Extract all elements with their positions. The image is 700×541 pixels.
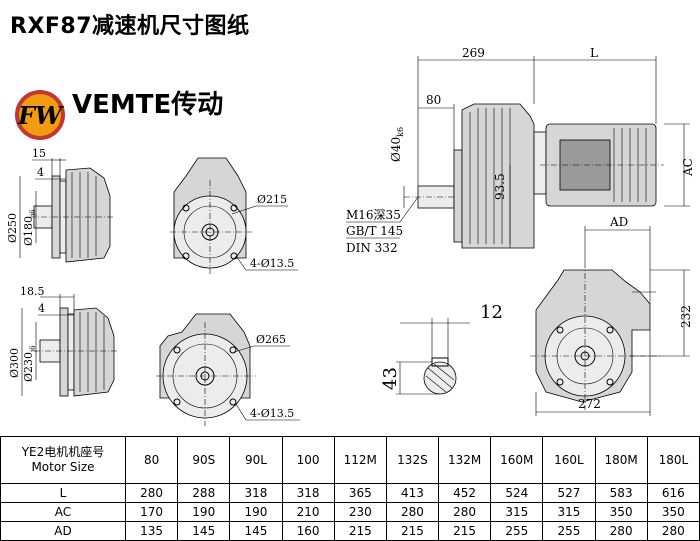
end-dim-232: 232 xyxy=(679,305,693,328)
table-cell: 583 xyxy=(594,483,648,503)
flange1-bolt-circle: Ø215 xyxy=(257,193,287,206)
main-dim-93-5: 93.5 xyxy=(493,173,507,200)
table-cell: 190 xyxy=(177,502,231,522)
flange2-front-view: Ø265 4-Ø13.5 xyxy=(156,313,300,426)
end-dim-272: 272 xyxy=(578,397,601,411)
flange2-holes: 4-Ø13.5 xyxy=(250,407,294,420)
table-cell: 318 xyxy=(281,483,335,503)
table-cell: 280 xyxy=(594,521,648,541)
end-dim-AD: AD xyxy=(609,215,628,229)
dimension-drawing: 15 4 Ø250 Ø180j6 Ø215 4-Ø13.5 xyxy=(6,46,695,426)
size-cell: 160M xyxy=(490,436,544,484)
brand-logo-icon: FW xyxy=(15,90,65,140)
flange2-side-view: 18.5 4 Ø300 Ø230j6 xyxy=(8,285,118,397)
table-cell: 145 xyxy=(229,521,283,541)
brand-name: VEMTE传动 xyxy=(72,90,224,120)
size-cell: 90S xyxy=(177,436,231,484)
table-cell: 215 xyxy=(438,521,492,541)
main-dim-L: L xyxy=(590,46,598,60)
size-cell: 90L xyxy=(229,436,283,484)
table-cell: 365 xyxy=(333,483,387,503)
table-cell: 413 xyxy=(385,483,440,503)
table-cell: 350 xyxy=(594,502,648,522)
table-cell: 318 xyxy=(229,483,283,503)
table-cell: 210 xyxy=(281,502,335,522)
table-row-AD: AD 135 145 145 160 215 215 215 255 255 2… xyxy=(0,521,700,541)
thread-callout: M16深35 xyxy=(346,208,401,222)
size-cell: 160L xyxy=(542,436,596,484)
table-row-AC: AC 170 190 190 210 230 280 280 315 315 3… xyxy=(0,502,700,522)
table-cell: 280 xyxy=(385,502,440,522)
flange1-dim-180: Ø180j6 xyxy=(22,209,37,246)
table-cell: 170 xyxy=(124,502,179,522)
table-cell: 616 xyxy=(646,483,700,503)
table-cell: 527 xyxy=(542,483,596,503)
flange1-holes: 4-Ø13.5 xyxy=(250,257,294,270)
table-cell: 315 xyxy=(490,502,544,522)
main-dim-shaft: Ø40k6 xyxy=(389,127,405,162)
table-cell: 315 xyxy=(542,502,596,522)
key-dim-43: 43 xyxy=(380,367,401,390)
flange2-dim-18-5: 18.5 xyxy=(20,285,45,298)
flange2-dim-300: Ø300 xyxy=(8,348,21,378)
size-cell: 132S xyxy=(385,436,440,484)
table-cell: 288 xyxy=(177,483,231,503)
flange2-bolt-circle: Ø265 xyxy=(256,333,286,346)
table-cell: 190 xyxy=(229,502,283,522)
flange2-dim-230: Ø230j6 xyxy=(22,345,37,382)
flange1-side-view: 15 4 Ø250 Ø180j6 xyxy=(6,147,114,263)
flange1-front-view: Ø215 4-Ø13.5 xyxy=(170,157,298,274)
page-title: RXF87减速机尺寸图纸 xyxy=(10,14,250,39)
main-end-view: AD 232 272 xyxy=(530,215,693,416)
main-dim-AC: AC xyxy=(681,158,695,177)
row-label: AC xyxy=(0,502,126,522)
logo-letters: FW xyxy=(17,101,64,130)
table-cell: 135 xyxy=(124,521,179,541)
key-section-view: 12 43 xyxy=(380,302,503,395)
size-cell: 180M xyxy=(594,436,648,484)
table-cell: 350 xyxy=(646,502,700,522)
table-cell: 452 xyxy=(438,483,492,503)
table-cell: 230 xyxy=(333,502,387,522)
table-cell: 255 xyxy=(542,521,596,541)
table-row-L: L 280 288 318 318 365 413 452 524 527 58… xyxy=(0,483,700,503)
main-dim-80: 80 xyxy=(426,93,441,107)
size-cell: 180L xyxy=(646,436,700,484)
standard-gb: GB/T 145 xyxy=(346,224,403,238)
flange1-dim-4: 4 xyxy=(37,166,44,179)
flange2-dim-4: 4 xyxy=(38,302,45,315)
table-cell: 280 xyxy=(646,521,700,541)
flange1-dim-15: 15 xyxy=(32,147,46,160)
size-cell: 100 xyxy=(281,436,335,484)
key-dim-12: 12 xyxy=(480,302,503,323)
row-label: L xyxy=(0,483,126,503)
table-cell: 280 xyxy=(124,483,179,503)
table-cell: 280 xyxy=(438,502,492,522)
main-side-view: 269 L 80 Ø40k6 93.5 AC M16深35 GB/T 145 D… xyxy=(346,46,695,255)
table-cell: 524 xyxy=(490,483,544,503)
flange1-dim-250: Ø250 xyxy=(6,213,19,243)
standard-din: DIN 332 xyxy=(346,241,398,255)
main-dim-269: 269 xyxy=(462,46,485,60)
size-cell: 80 xyxy=(124,436,179,484)
size-cell: 112M xyxy=(333,436,387,484)
size-cell: 132M xyxy=(438,436,492,484)
